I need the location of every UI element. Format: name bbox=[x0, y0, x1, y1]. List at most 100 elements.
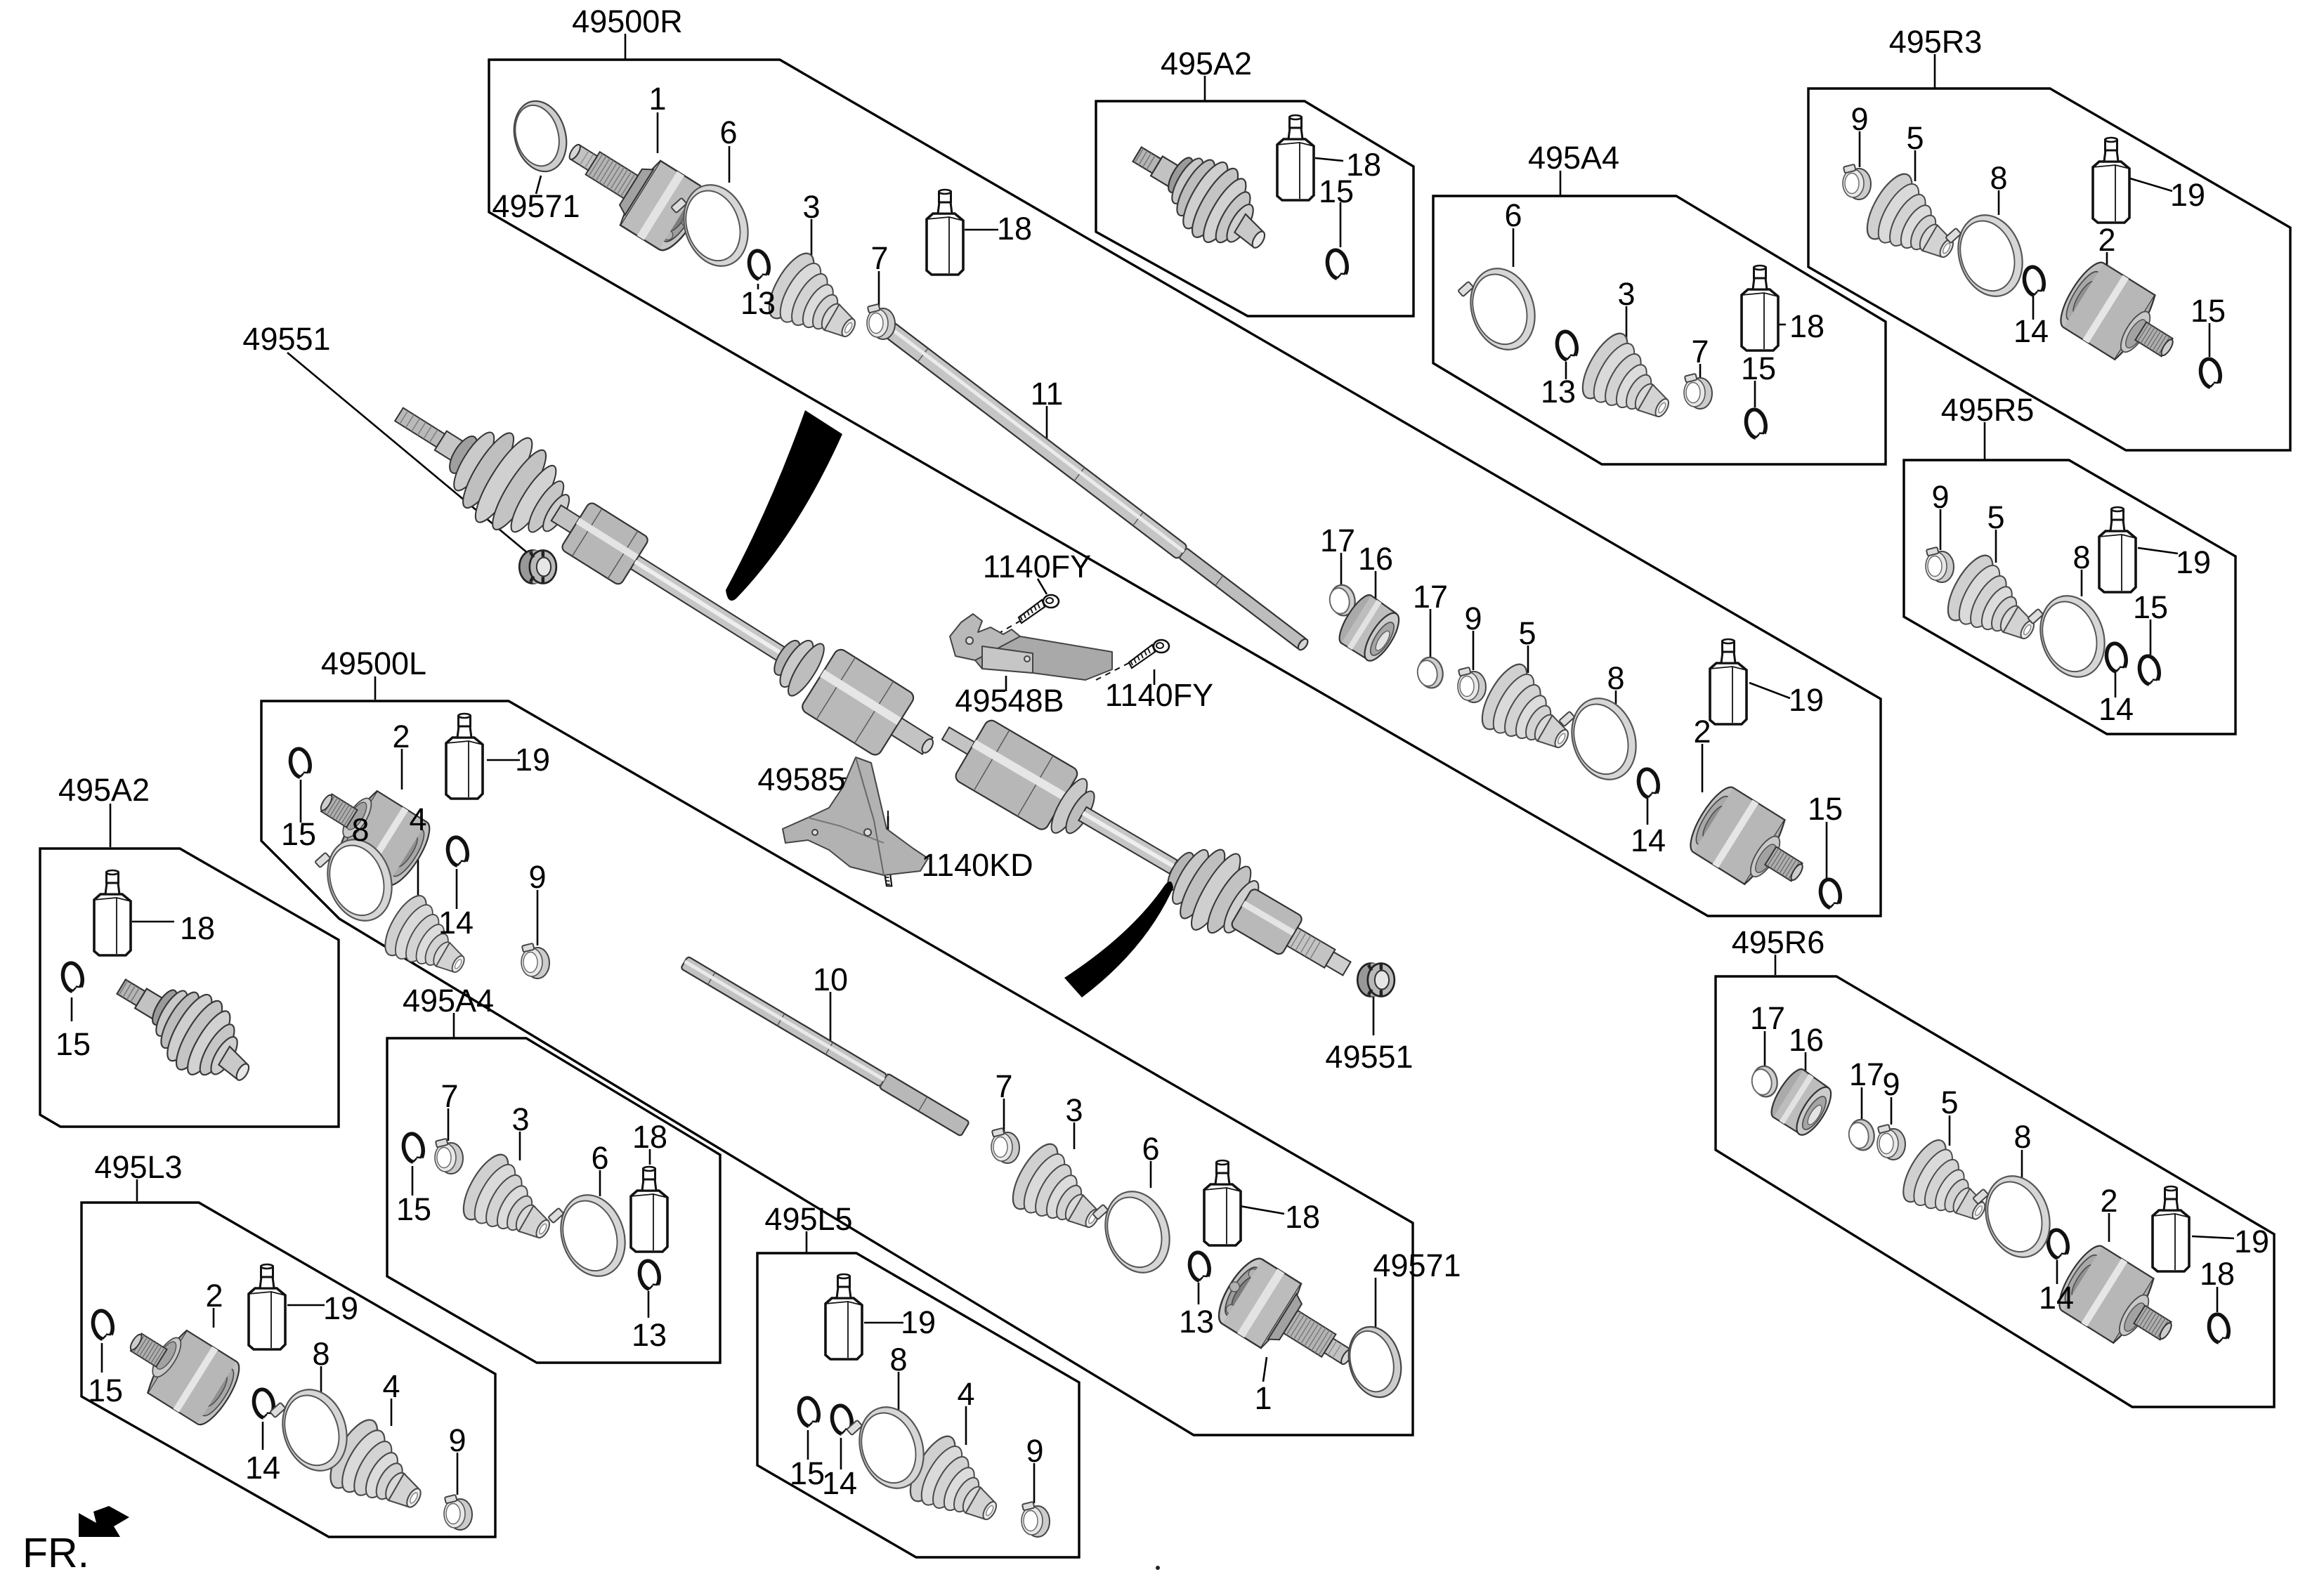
svg-text:19: 19 bbox=[323, 1290, 358, 1326]
svg-text:495R6: 495R6 bbox=[1732, 924, 1825, 960]
svg-text:14: 14 bbox=[2039, 1280, 2074, 1316]
svg-text:495L3: 495L3 bbox=[94, 1149, 182, 1185]
svg-text:2: 2 bbox=[1693, 714, 1711, 749]
svg-text:6: 6 bbox=[719, 114, 737, 150]
svg-text:495A2: 495A2 bbox=[58, 772, 150, 808]
svg-text:15: 15 bbox=[2133, 589, 2168, 625]
svg-text:13: 13 bbox=[632, 1317, 667, 1353]
svg-text:9: 9 bbox=[528, 859, 546, 895]
svg-text:49571: 49571 bbox=[1373, 1248, 1461, 1283]
svg-text:1: 1 bbox=[1254, 1380, 1272, 1416]
svg-text:11: 11 bbox=[1031, 376, 1064, 412]
svg-text:2: 2 bbox=[2100, 1183, 2117, 1219]
svg-text:14: 14 bbox=[2098, 691, 2134, 727]
svg-text:18: 18 bbox=[2200, 1256, 2235, 1292]
svg-text:10: 10 bbox=[813, 962, 848, 997]
svg-text:18: 18 bbox=[1285, 1199, 1320, 1235]
svg-text:495A2: 495A2 bbox=[1161, 46, 1252, 81]
svg-text:8: 8 bbox=[1990, 160, 2007, 196]
svg-text:8: 8 bbox=[889, 1342, 907, 1377]
svg-text:49548B: 49548B bbox=[955, 683, 1064, 719]
svg-text:5: 5 bbox=[1518, 615, 1536, 651]
svg-text:13: 13 bbox=[1541, 374, 1576, 410]
svg-text:3: 3 bbox=[1617, 276, 1635, 312]
svg-text:3: 3 bbox=[1065, 1092, 1083, 1128]
svg-text:4: 4 bbox=[409, 801, 426, 837]
svg-text:2: 2 bbox=[205, 1278, 223, 1314]
svg-text:19: 19 bbox=[901, 1304, 936, 1340]
svg-text:14: 14 bbox=[2013, 313, 2049, 349]
svg-text:6: 6 bbox=[1504, 197, 1522, 233]
svg-text:49585: 49585 bbox=[757, 761, 845, 797]
svg-text:18: 18 bbox=[1346, 147, 1381, 183]
svg-text:49500R: 49500R bbox=[572, 4, 683, 39]
svg-text:5: 5 bbox=[1906, 120, 1924, 156]
svg-text:15: 15 bbox=[396, 1191, 431, 1227]
svg-text:19: 19 bbox=[515, 742, 550, 778]
svg-text:16: 16 bbox=[1358, 541, 1393, 577]
svg-text:19: 19 bbox=[2176, 544, 2211, 580]
svg-text:13: 13 bbox=[740, 285, 776, 321]
svg-text:1: 1 bbox=[648, 81, 666, 117]
svg-text:17: 17 bbox=[1849, 1056, 1884, 1092]
svg-text:7: 7 bbox=[870, 240, 888, 276]
svg-text:5: 5 bbox=[1987, 499, 2004, 535]
svg-text:1140FY: 1140FY bbox=[1105, 677, 1213, 713]
svg-text:1140KD: 1140KD bbox=[921, 847, 1033, 883]
svg-text:8: 8 bbox=[2013, 1119, 2031, 1155]
svg-text:17: 17 bbox=[1413, 579, 1448, 615]
svg-text:495L5: 495L5 bbox=[764, 1201, 852, 1237]
svg-text:18: 18 bbox=[1789, 308, 1824, 344]
svg-text:49551: 49551 bbox=[242, 321, 330, 357]
svg-text:14: 14 bbox=[822, 1465, 857, 1501]
svg-text:9: 9 bbox=[1026, 1433, 1043, 1469]
svg-text:3: 3 bbox=[511, 1101, 529, 1137]
svg-text:15: 15 bbox=[2191, 293, 2226, 329]
svg-text:7: 7 bbox=[440, 1078, 458, 1114]
svg-text:495R3: 495R3 bbox=[1889, 24, 1983, 60]
svg-text:FR.: FR. bbox=[22, 1530, 89, 1576]
svg-text:8: 8 bbox=[2072, 539, 2090, 575]
svg-text:495A4: 495A4 bbox=[1528, 140, 1619, 176]
svg-text:495A4: 495A4 bbox=[403, 983, 494, 1019]
svg-text:14: 14 bbox=[438, 905, 474, 941]
svg-text:18: 18 bbox=[632, 1119, 667, 1155]
svg-text:14: 14 bbox=[245, 1450, 280, 1486]
svg-text:2: 2 bbox=[2098, 222, 2115, 258]
svg-text:9: 9 bbox=[1931, 479, 1949, 515]
svg-text:19: 19 bbox=[2170, 177, 2205, 213]
svg-text:17: 17 bbox=[1320, 523, 1355, 558]
svg-text:4: 4 bbox=[957, 1376, 974, 1412]
svg-text:15: 15 bbox=[1319, 173, 1354, 209]
svg-text:6: 6 bbox=[1142, 1131, 1159, 1167]
svg-text:7: 7 bbox=[995, 1068, 1012, 1104]
svg-text:9: 9 bbox=[1464, 601, 1482, 636]
svg-text:15: 15 bbox=[1808, 791, 1843, 827]
svg-text:1140FY: 1140FY bbox=[983, 549, 1091, 584]
svg-text:19: 19 bbox=[2234, 1224, 2269, 1259]
svg-text:3: 3 bbox=[802, 189, 820, 225]
svg-text:5: 5 bbox=[1940, 1085, 1958, 1120]
svg-text:15: 15 bbox=[88, 1373, 123, 1408]
svg-text:9: 9 bbox=[448, 1422, 466, 1458]
svg-text:8: 8 bbox=[312, 1336, 329, 1372]
svg-text:6: 6 bbox=[591, 1140, 608, 1176]
svg-text:2: 2 bbox=[392, 719, 410, 754]
svg-text:7: 7 bbox=[1691, 334, 1709, 369]
svg-text:8: 8 bbox=[1607, 660, 1624, 696]
svg-text:4: 4 bbox=[382, 1368, 400, 1404]
svg-text:15: 15 bbox=[790, 1455, 825, 1491]
svg-text:17: 17 bbox=[1750, 1000, 1785, 1036]
svg-text:15: 15 bbox=[1741, 351, 1776, 386]
svg-text:14: 14 bbox=[1631, 823, 1666, 858]
svg-text:49500L: 49500L bbox=[321, 646, 426, 681]
svg-text:49551: 49551 bbox=[1325, 1039, 1413, 1075]
svg-text:13: 13 bbox=[1179, 1304, 1214, 1340]
svg-text:8: 8 bbox=[351, 812, 369, 848]
svg-text:49571: 49571 bbox=[492, 188, 580, 224]
svg-text:16: 16 bbox=[1789, 1022, 1824, 1058]
svg-text:15: 15 bbox=[281, 816, 316, 852]
svg-text:15: 15 bbox=[56, 1026, 91, 1062]
svg-text:18: 18 bbox=[997, 211, 1032, 247]
svg-text:19: 19 bbox=[1789, 682, 1824, 718]
